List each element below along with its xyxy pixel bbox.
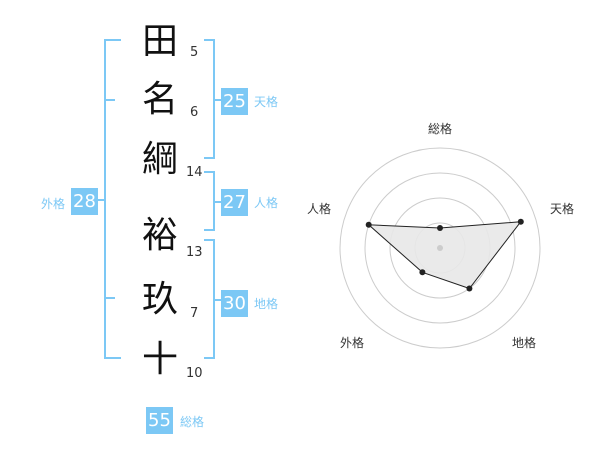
stroke-count-3: 14 bbox=[186, 165, 203, 180]
name-char-3: 綱 bbox=[141, 139, 178, 180]
chikaku-score-badge: 30 bbox=[221, 290, 248, 317]
chikaku-label: 地格 bbox=[254, 297, 279, 311]
gaikaku-score-badge: 28 bbox=[71, 188, 98, 215]
name-char-2: 名 bbox=[141, 79, 178, 120]
name-char-4: 裕 bbox=[141, 215, 178, 256]
radar-polygon bbox=[367, 221, 522, 290]
stroke-count-4: 13 bbox=[186, 245, 203, 260]
radar-point-gaikaku bbox=[419, 269, 426, 276]
soukaku-label: 総格 bbox=[180, 415, 205, 429]
radar-label-jinkaku: 人格 bbox=[307, 202, 332, 216]
radar-label-chikaku: 地格 bbox=[512, 336, 537, 350]
name-char-1: 田 bbox=[141, 21, 178, 62]
radar-point-jinkaku bbox=[365, 221, 372, 228]
radar-point-tenkaku bbox=[517, 218, 524, 225]
gaikaku-label: 外格 bbox=[41, 197, 66, 211]
tenkaku-label: 天格 bbox=[254, 95, 279, 109]
radar-point-soukaku bbox=[437, 225, 443, 231]
name-char-6: 十 bbox=[141, 339, 178, 380]
radar-center-dot bbox=[437, 245, 443, 251]
radar-label-gaikaku: 外格 bbox=[340, 336, 365, 350]
radar-ring-4 bbox=[339, 147, 541, 349]
radar-label-tenkaku: 天格 bbox=[550, 202, 575, 216]
stroke-count-2: 6 bbox=[190, 105, 199, 120]
radar-point-chikaku bbox=[466, 285, 473, 292]
radar-label-soukaku: 総格 bbox=[428, 122, 453, 136]
tenkaku-score-badge: 25 bbox=[221, 88, 248, 115]
jinkaku-label: 人格 bbox=[254, 196, 279, 210]
soukaku-score-badge: 55 bbox=[146, 407, 173, 434]
stroke-count-1: 5 bbox=[190, 45, 199, 60]
radar-ring-3 bbox=[364, 172, 516, 324]
stroke-count-6: 10 bbox=[186, 366, 203, 381]
jinkaku-score-badge: 27 bbox=[221, 189, 248, 216]
stroke-count-5: 7 bbox=[190, 306, 199, 321]
name-char-5: 玖 bbox=[141, 279, 178, 320]
